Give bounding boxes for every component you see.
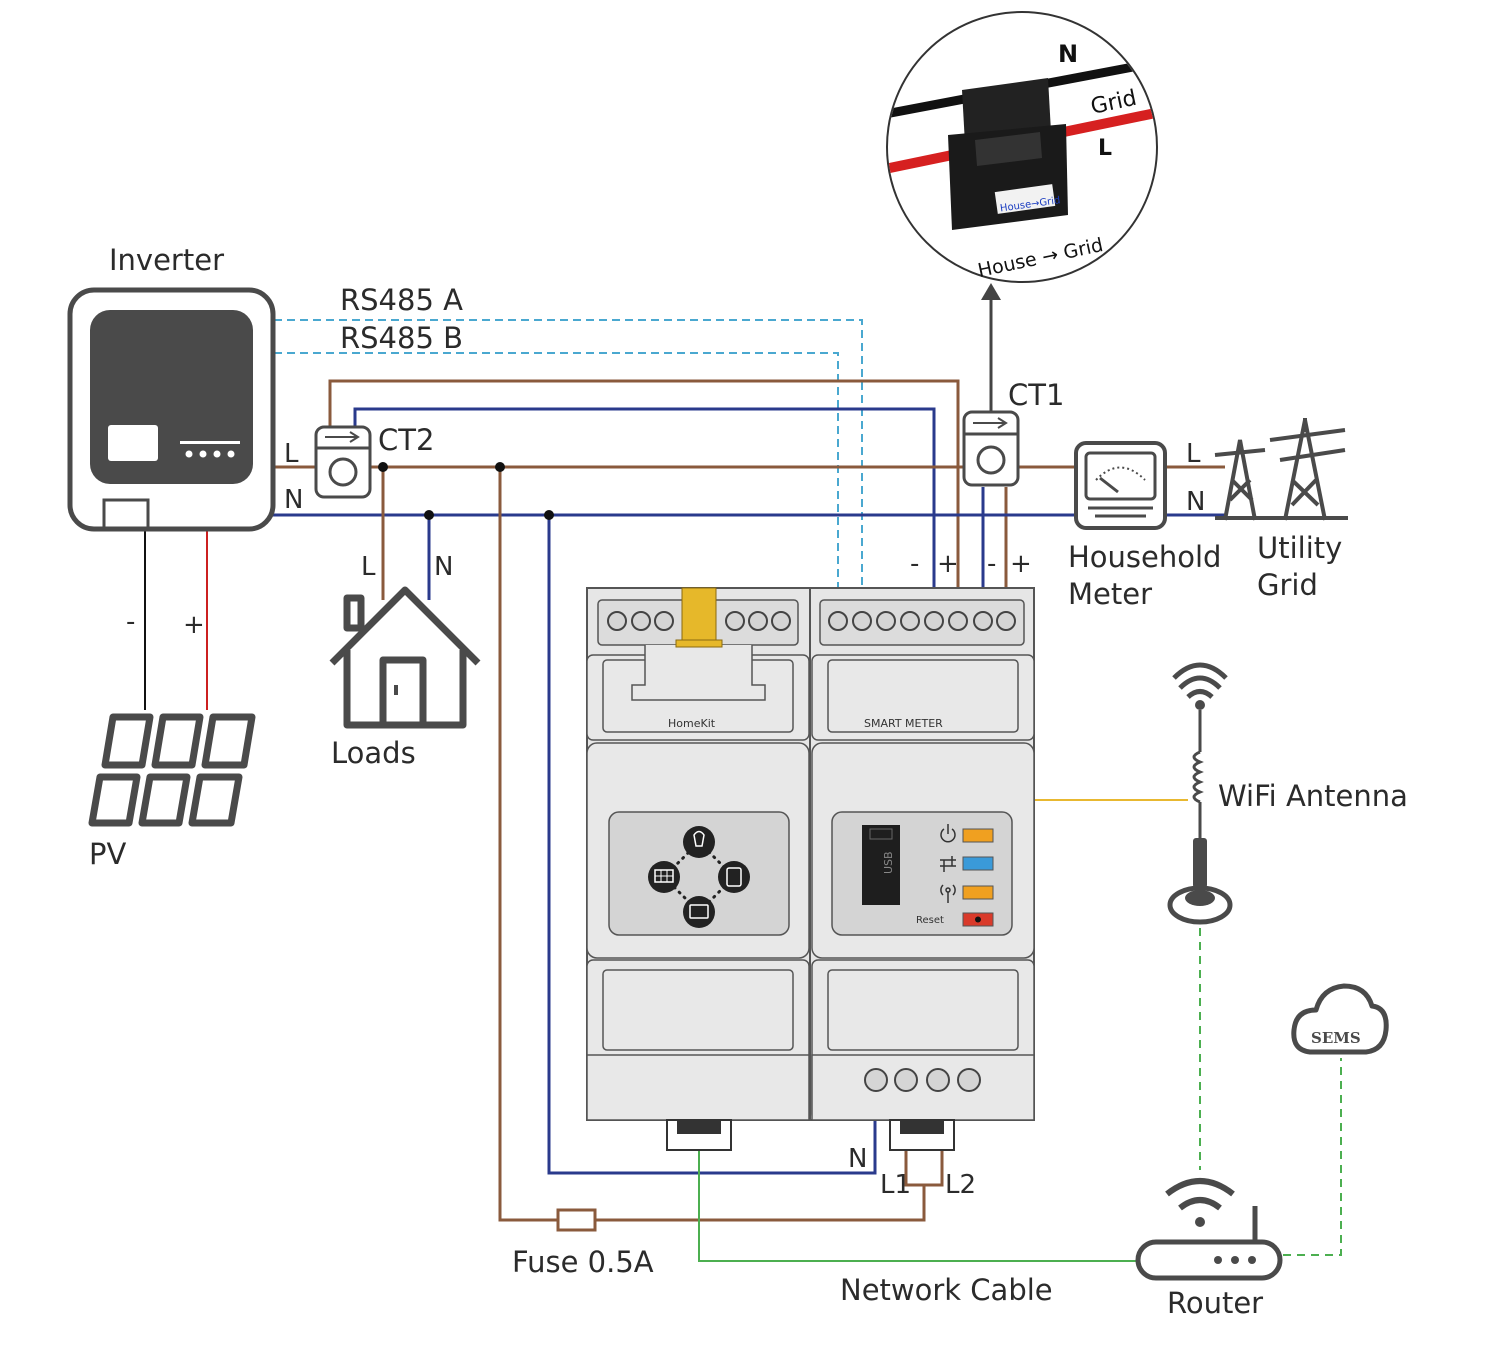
wifi-antenna-icon: [1167, 662, 1233, 925]
bottom-l2-label: L2: [945, 1170, 976, 1200]
inset-l-label: L: [1098, 136, 1112, 161]
ct2-sensor-icon: [314, 425, 372, 499]
inverter-display: [108, 425, 158, 461]
ct1-sensor-icon: [962, 410, 1020, 487]
utility-grid-label-2: Grid: [1257, 568, 1318, 602]
term-minus-2: -: [987, 549, 996, 579]
antenna-connector: [675, 587, 723, 648]
fuse-icon: [556, 1208, 597, 1232]
household-meter-icon: [1074, 441, 1167, 530]
loads-branch-wires: [381, 467, 431, 600]
rs485-wires: [274, 319, 863, 615]
homekit-panel: [608, 811, 790, 936]
top-terminals: [607, 611, 1016, 631]
power-icon: [940, 824, 956, 843]
homekit-label: HomeKit: [668, 717, 716, 730]
tablet-icon: [718, 861, 750, 893]
arrow-up-icon: [981, 283, 1001, 412]
ct1-label: CT1: [1008, 378, 1064, 412]
pv-label: PV: [89, 837, 126, 871]
household-meter-label-2: Meter: [1068, 577, 1152, 611]
bottom-l1-label: L1: [880, 1170, 911, 1200]
wireless-links: [1199, 928, 1342, 1256]
term-plus-2: +: [1010, 549, 1032, 579]
light-bulb-icon: [683, 826, 715, 858]
sems-cloud-icon: SEMS: [1291, 983, 1389, 1055]
utility-grid-tower-icon: [1214, 418, 1348, 521]
exchange-icon: [940, 856, 956, 872]
junction-dots: [378, 462, 554, 520]
loads-n-label: N: [434, 552, 453, 582]
loads-l-label: L: [361, 552, 376, 582]
wifi-led: [962, 885, 994, 900]
router-label: Router: [1167, 1286, 1263, 1320]
smart-meter-panel: USB Reset: [831, 811, 1013, 936]
comm-led: [962, 856, 994, 871]
bottom-terminals: [864, 1068, 981, 1092]
term-minus-1: -: [910, 549, 919, 579]
grid-n-label: N: [1186, 487, 1205, 517]
wifi-antenna-label: WiFi Antenna: [1218, 779, 1408, 813]
grid-l-label: L: [1186, 439, 1201, 469]
term-plus-1: +: [937, 549, 959, 579]
ct-signal-wires: [328, 379, 1008, 615]
router-icon: [1135, 1178, 1283, 1281]
inverter-n-label: N: [284, 485, 303, 515]
usb-port: [862, 825, 900, 905]
ct-detail-inset: House→Grid N Grid L House → Grid: [886, 11, 1158, 283]
pv-panel-icon: [88, 713, 256, 827]
solar-panel-icon: [648, 861, 680, 893]
clamp-ct-icon: [948, 78, 1068, 230]
inverter-device: [67, 287, 276, 532]
house-icon: [329, 586, 481, 729]
household-meter-label-1: Household: [1068, 540, 1221, 574]
usb-label: USB: [882, 851, 895, 874]
loads-label: Loads: [331, 736, 416, 770]
rs485a-label: RS485 A: [340, 283, 463, 317]
antenna-signal-icon: [940, 884, 956, 903]
rs485b-label: RS485 B: [340, 321, 463, 355]
sems-label: SEMS: [1311, 1029, 1361, 1047]
utility-grid-label-1: Utility: [1257, 531, 1342, 565]
fuse-label: Fuse 0.5A: [512, 1245, 654, 1279]
inverter-label: Inverter: [109, 243, 224, 277]
pv-wires: [144, 528, 208, 710]
ct2-label: CT2: [378, 423, 434, 457]
pv-plus-label: +: [183, 610, 205, 640]
inset-n-label: N: [1058, 40, 1078, 68]
network-cable-label: Network Cable: [840, 1273, 1053, 1307]
power-led: [962, 828, 994, 843]
smart-meter-label: SMART METER: [864, 717, 943, 730]
reset-label: Reset: [916, 915, 944, 926]
inverter-l-label: L: [284, 439, 299, 469]
screen-icon: [683, 896, 715, 928]
pv-minus-label: -: [126, 607, 135, 637]
bottom-n-label: N: [848, 1144, 867, 1174]
